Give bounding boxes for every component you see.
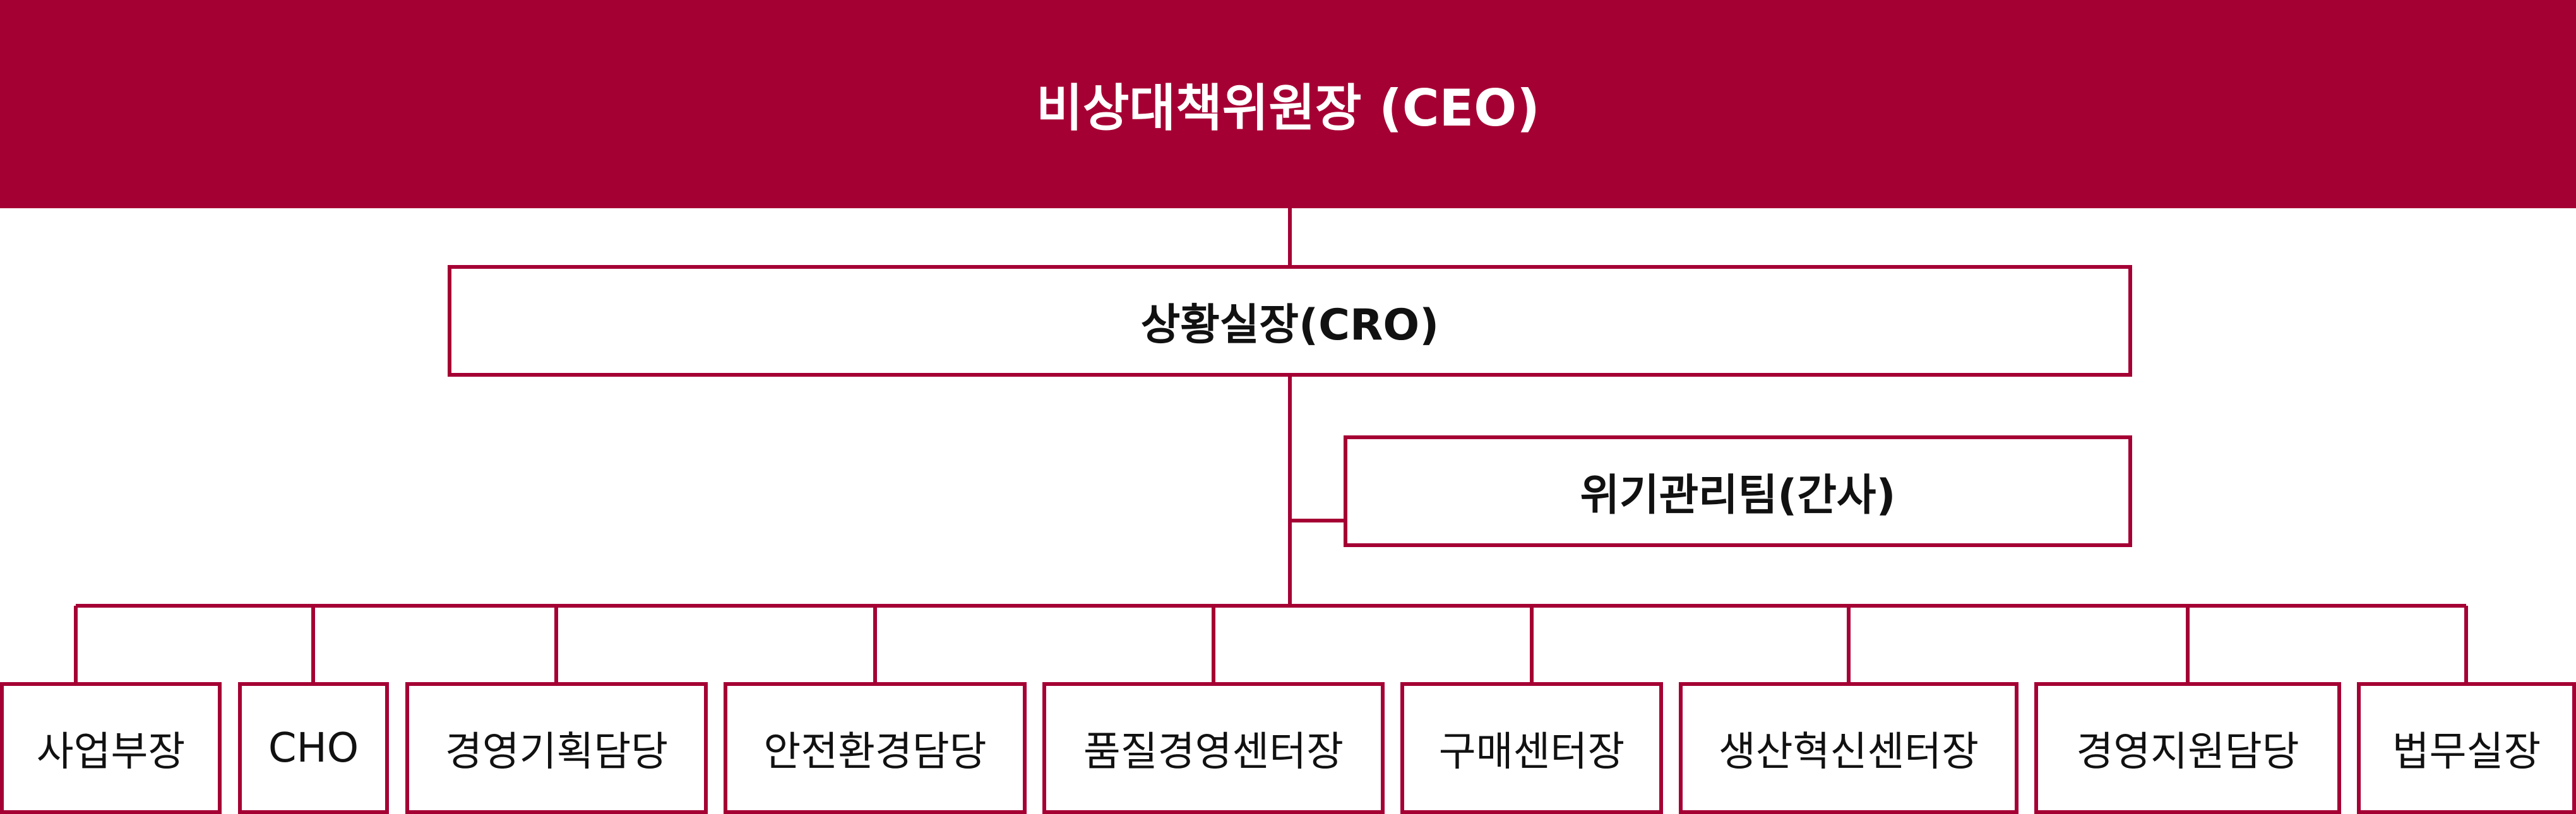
department-label: 품질경영센터장	[1083, 728, 1344, 776]
department-label: 법무실장	[2392, 728, 2541, 776]
department-box: 안전환경담당	[724, 682, 1027, 814]
department-label: CHO	[268, 724, 359, 772]
cro-box: 상황실장(CRO)	[448, 265, 2132, 377]
department-label: 경영지원담당	[2076, 728, 2299, 776]
department-box: 경영지원담당	[2034, 682, 2341, 814]
department-label: 사업부장	[36, 728, 186, 776]
ceo-banner	[0, 0, 2576, 208]
department-box: 법무실장	[2357, 682, 2576, 814]
cro-label: 상황실장(CRO)	[1140, 300, 1440, 350]
department-label: 경영기획담당	[444, 728, 669, 776]
department-label: 구매센터장	[1438, 728, 1625, 776]
department-box: 구매센터장	[1400, 682, 1663, 814]
secretariat-box: 위기관리팀(간사)	[1344, 435, 2132, 547]
department-box: CHO	[238, 682, 389, 814]
department-box: 사업부장	[0, 682, 222, 814]
department-box: 생산혁신센터장	[1679, 682, 2018, 814]
department-label: 안전환경담당	[763, 728, 987, 776]
department-box: 경영기획담당	[405, 682, 708, 814]
secretariat-label: 위기관리팀(간사)	[1580, 471, 1896, 521]
ceo-label: 비상대책위원장 (CEO)	[1036, 79, 1540, 138]
department-label: 생산혁신센터장	[1718, 728, 1979, 776]
department-box: 품질경영센터장	[1042, 682, 1385, 814]
